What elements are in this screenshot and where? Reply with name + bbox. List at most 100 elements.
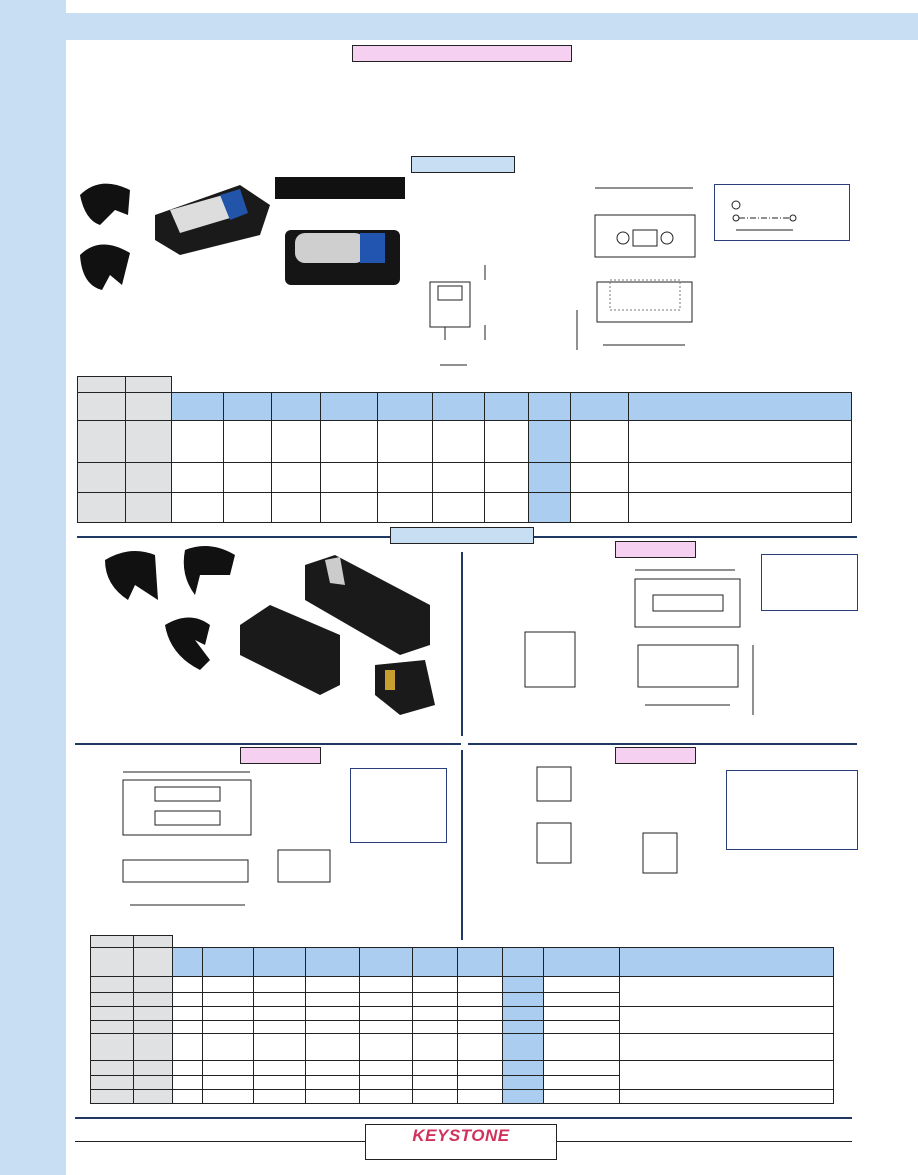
table-cell (90, 1006, 134, 1021)
pcb-layout-inset-3 (350, 768, 447, 843)
table-cell (133, 1033, 173, 1061)
table-cell (412, 1075, 458, 1090)
table-cell (253, 1033, 306, 1061)
table-header-cell (271, 392, 321, 421)
table-cell (172, 976, 203, 993)
table-header-cell (457, 947, 503, 977)
table-header-cell (223, 392, 272, 421)
product-photos-top (80, 177, 405, 290)
table-cell (253, 1020, 306, 1034)
section-title-box-4 (240, 747, 321, 764)
table-cell (133, 1006, 173, 1021)
table-cell (412, 1020, 458, 1034)
pcb-layout-inset-2 (761, 554, 858, 611)
table-cell (432, 420, 485, 463)
section-divider-left (75, 743, 461, 745)
table-cell (457, 1075, 503, 1090)
table-cell (502, 1020, 544, 1034)
table-cell (172, 1006, 203, 1021)
table-cell (90, 992, 134, 1007)
table-cell (432, 492, 485, 523)
pcb-hole-pattern (731, 200, 797, 231)
table-cell (90, 1075, 134, 1090)
table-header-cell (171, 392, 224, 421)
table-cell (202, 976, 254, 993)
table-cell (502, 1089, 544, 1104)
table-cell (305, 1020, 360, 1034)
table-cell (90, 1089, 134, 1104)
table-cell (171, 462, 224, 493)
table-header-cell (133, 947, 173, 977)
table-cell (133, 1075, 173, 1090)
page-title-box (352, 45, 572, 62)
table-cell (202, 1033, 254, 1061)
table-cell (377, 492, 433, 523)
table-cell (502, 1060, 544, 1076)
table-cell (202, 1006, 254, 1021)
table-cell (202, 1060, 254, 1076)
table-cell (359, 1089, 413, 1104)
table-cell (253, 976, 306, 993)
table-cell (359, 976, 413, 993)
table-cell (528, 462, 571, 493)
table-cell (412, 1089, 458, 1104)
table-cell (320, 492, 378, 523)
table-cell (570, 492, 629, 523)
table-cell (377, 420, 433, 463)
table-header-cell (90, 947, 134, 977)
table-cell (305, 976, 360, 993)
section-title-box-5 (615, 747, 696, 764)
table-header-cell (528, 392, 571, 421)
table-cell (172, 1060, 203, 1076)
table-header-cell (619, 947, 834, 977)
table-cell (253, 1089, 306, 1104)
table-cell (412, 1060, 458, 1076)
table-cell (305, 992, 360, 1007)
table-cell (271, 492, 321, 523)
table-cell (457, 1033, 503, 1061)
table-cell (502, 1075, 544, 1090)
table-cell (172, 1033, 203, 1061)
table-cell (528, 492, 571, 523)
table-cell (253, 1060, 306, 1076)
table-cell (570, 462, 629, 493)
table-header-cell (628, 392, 852, 421)
section-title-box (411, 156, 515, 173)
table-cell (305, 1006, 360, 1021)
table-cell (253, 1006, 306, 1021)
table-cell (619, 1089, 834, 1104)
table-header-cell (305, 947, 360, 977)
table-cell (412, 976, 458, 993)
table-cell (133, 1089, 173, 1104)
table-cell (202, 1020, 254, 1034)
drawing-dual-holder (122, 771, 331, 906)
table-cell (457, 1020, 503, 1034)
table-cell (543, 992, 620, 1007)
table-cell (484, 492, 529, 523)
table-cell (171, 492, 224, 523)
footer-divider (75, 1117, 852, 1119)
table-cell (412, 1006, 458, 1021)
drawing-small-holder (536, 766, 678, 874)
table-cell (359, 1060, 413, 1076)
table-cell (543, 1006, 620, 1021)
table-cell (377, 462, 433, 493)
top-view-drawing (576, 187, 696, 350)
table-cell (223, 492, 272, 523)
table-cell (359, 992, 413, 1007)
table-cell (484, 420, 529, 463)
table-cell (543, 1060, 620, 1076)
table-cell (619, 1060, 834, 1090)
table-cell (133, 1020, 173, 1034)
table-header-cell (133, 935, 173, 948)
table-cell (320, 462, 378, 493)
table-cell (619, 976, 834, 1007)
pcb-layout-inset-4 (726, 770, 858, 850)
table-cell (202, 992, 254, 1007)
table-header-cell (202, 947, 254, 977)
table-cell (172, 1020, 203, 1034)
table-header-cell (377, 392, 433, 421)
header-band (66, 13, 918, 40)
table-cell (543, 1075, 620, 1090)
table-cell (484, 462, 529, 493)
